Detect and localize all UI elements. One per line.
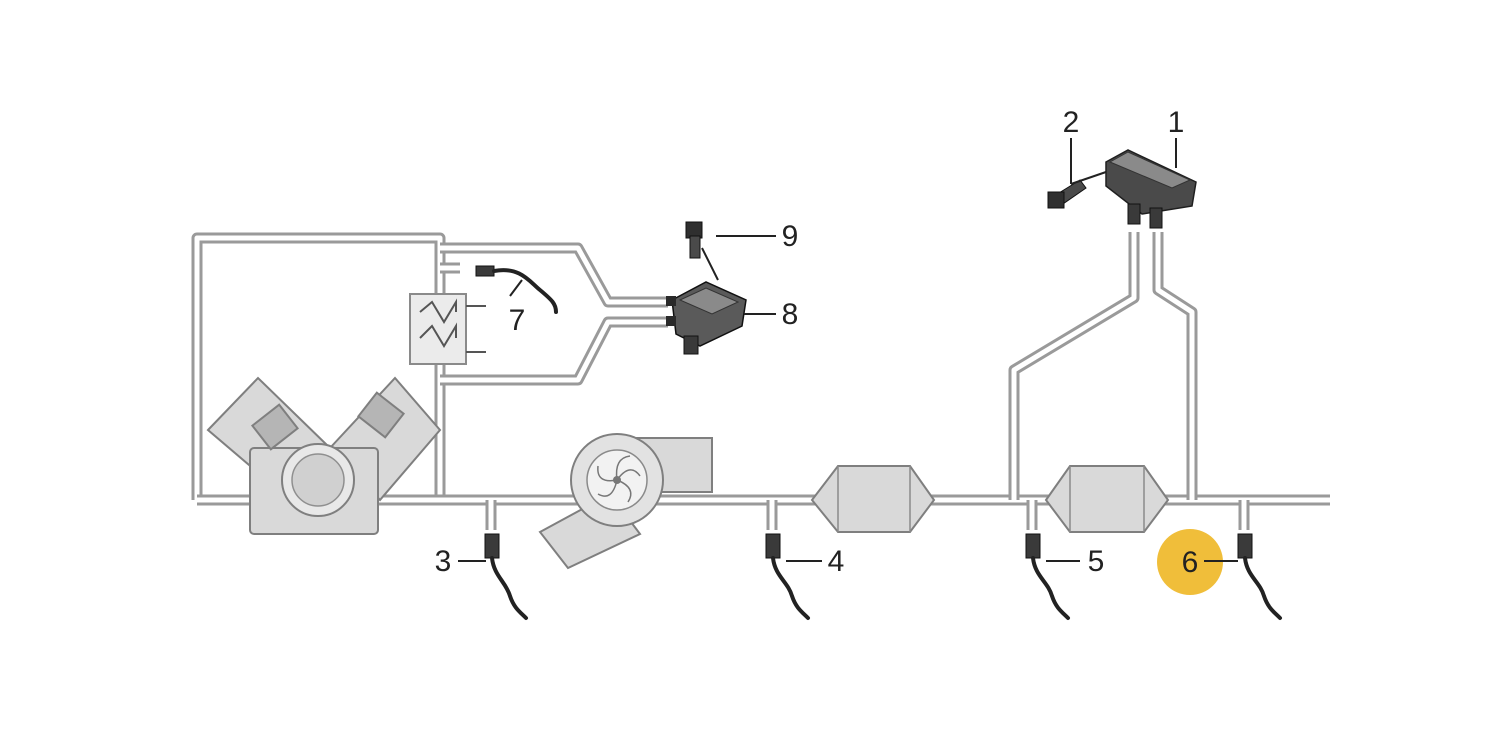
callout-4[interactable]: 4 [828,545,845,578]
callout-9[interactable]: 9 [782,220,799,253]
pipe-network [191,232,1330,530]
callout-6[interactable]: 6 [1182,546,1199,579]
callout-1[interactable]: 1 [1168,106,1185,139]
engine-block [206,376,442,535]
callout-labels: 1 2 3 4 5 6 7 8 9 [435,106,1199,579]
valve-part-8 [666,281,747,355]
callout-8[interactable]: 8 [782,298,799,331]
turbocharger [538,433,713,570]
callout-5[interactable]: 5 [1088,545,1105,578]
egr-cooler [409,293,486,365]
particulate-filter [1044,465,1170,533]
leader-lines [458,138,1238,562]
temperature-sensor-part-3 [484,533,528,620]
callout-6-highlight[interactable] [1157,529,1223,595]
bolt-part-2 [1047,179,1087,209]
pressure-sensor-part [1105,149,1197,229]
callout-2[interactable]: 2 [1063,106,1080,139]
temperature-sensor-part-5 [1025,533,1070,620]
callout-3[interactable]: 3 [435,545,452,578]
temperature-sensor-part-4 [765,533,810,620]
sensor-part-7 [475,265,558,314]
callout-7[interactable]: 7 [509,304,526,337]
temperature-sensor-part-6 [1237,533,1282,620]
bolt-part-9 [685,221,703,259]
catalytic-converter-1 [810,465,936,533]
